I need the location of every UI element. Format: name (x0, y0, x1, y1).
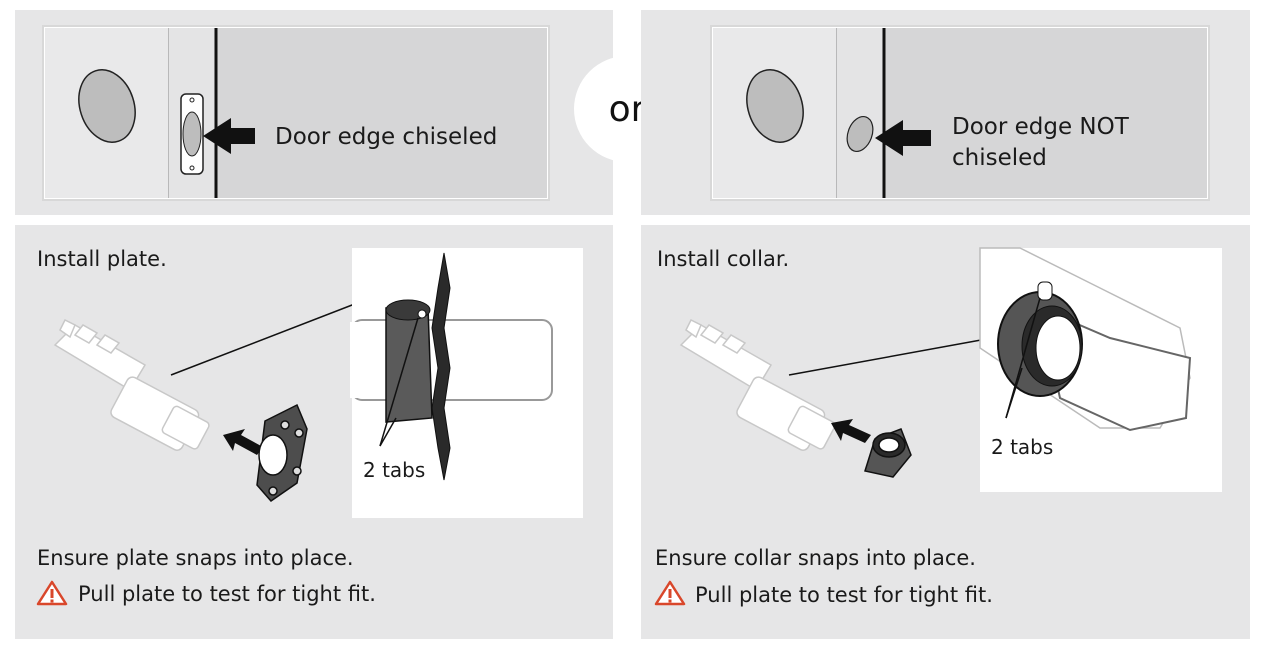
caption-not-chiseled-line2: chiseled (952, 145, 1047, 171)
plate-detail-drawing (350, 252, 553, 481)
door-illustration-chiseled: Door edge chiseled (42, 25, 550, 201)
top-left-panel: Door edge chiseled (15, 10, 613, 215)
ensure-plate-text: Ensure plate snaps into place. (37, 546, 354, 570)
bottom-right-panel: Install collar. 2 tabs (641, 225, 1250, 639)
two-tabs-label: 2 tabs (991, 435, 1054, 459)
door-illustration-not-chiseled: Door edge NOT chiseled (710, 25, 1210, 201)
caption-chiseled: Door edge chiseled (275, 124, 498, 150)
plate-detail-box: 2 tabs (350, 248, 583, 518)
arrow-icon (875, 120, 931, 156)
bottom-left-panel: Install plate. (15, 225, 613, 639)
latch-with-collar-drawing (679, 318, 982, 478)
collar-detail-box: 2 tabs (979, 247, 1222, 492)
door-not-chiseled-drawing (710, 25, 1210, 201)
warning-text-right: Pull plate to test for tight fit. (695, 583, 993, 607)
ensure-collar-text: Ensure collar snaps into place. (655, 546, 976, 570)
arrow-icon (223, 429, 263, 455)
door-chiseled-drawing (42, 25, 550, 201)
arrow-icon (203, 118, 255, 154)
latch-with-plate-drawing (53, 299, 366, 502)
install-collar-title: Install collar. (657, 247, 790, 271)
warning-triangle-icon (36, 580, 68, 606)
warning-text-left: Pull plate to test for tight fit. (78, 582, 376, 606)
arrow-icon (831, 419, 871, 443)
collar-detail-drawing (979, 247, 1192, 432)
warning-triangle-icon (654, 580, 686, 606)
two-tabs-label: 2 tabs (363, 458, 426, 482)
or-label: or (608, 88, 646, 130)
top-right-panel: Door edge NOT chiseled (641, 10, 1250, 215)
install-plate-title: Install plate. (37, 247, 167, 271)
caption-not-chiseled-line1: Door edge NOT (952, 114, 1129, 140)
